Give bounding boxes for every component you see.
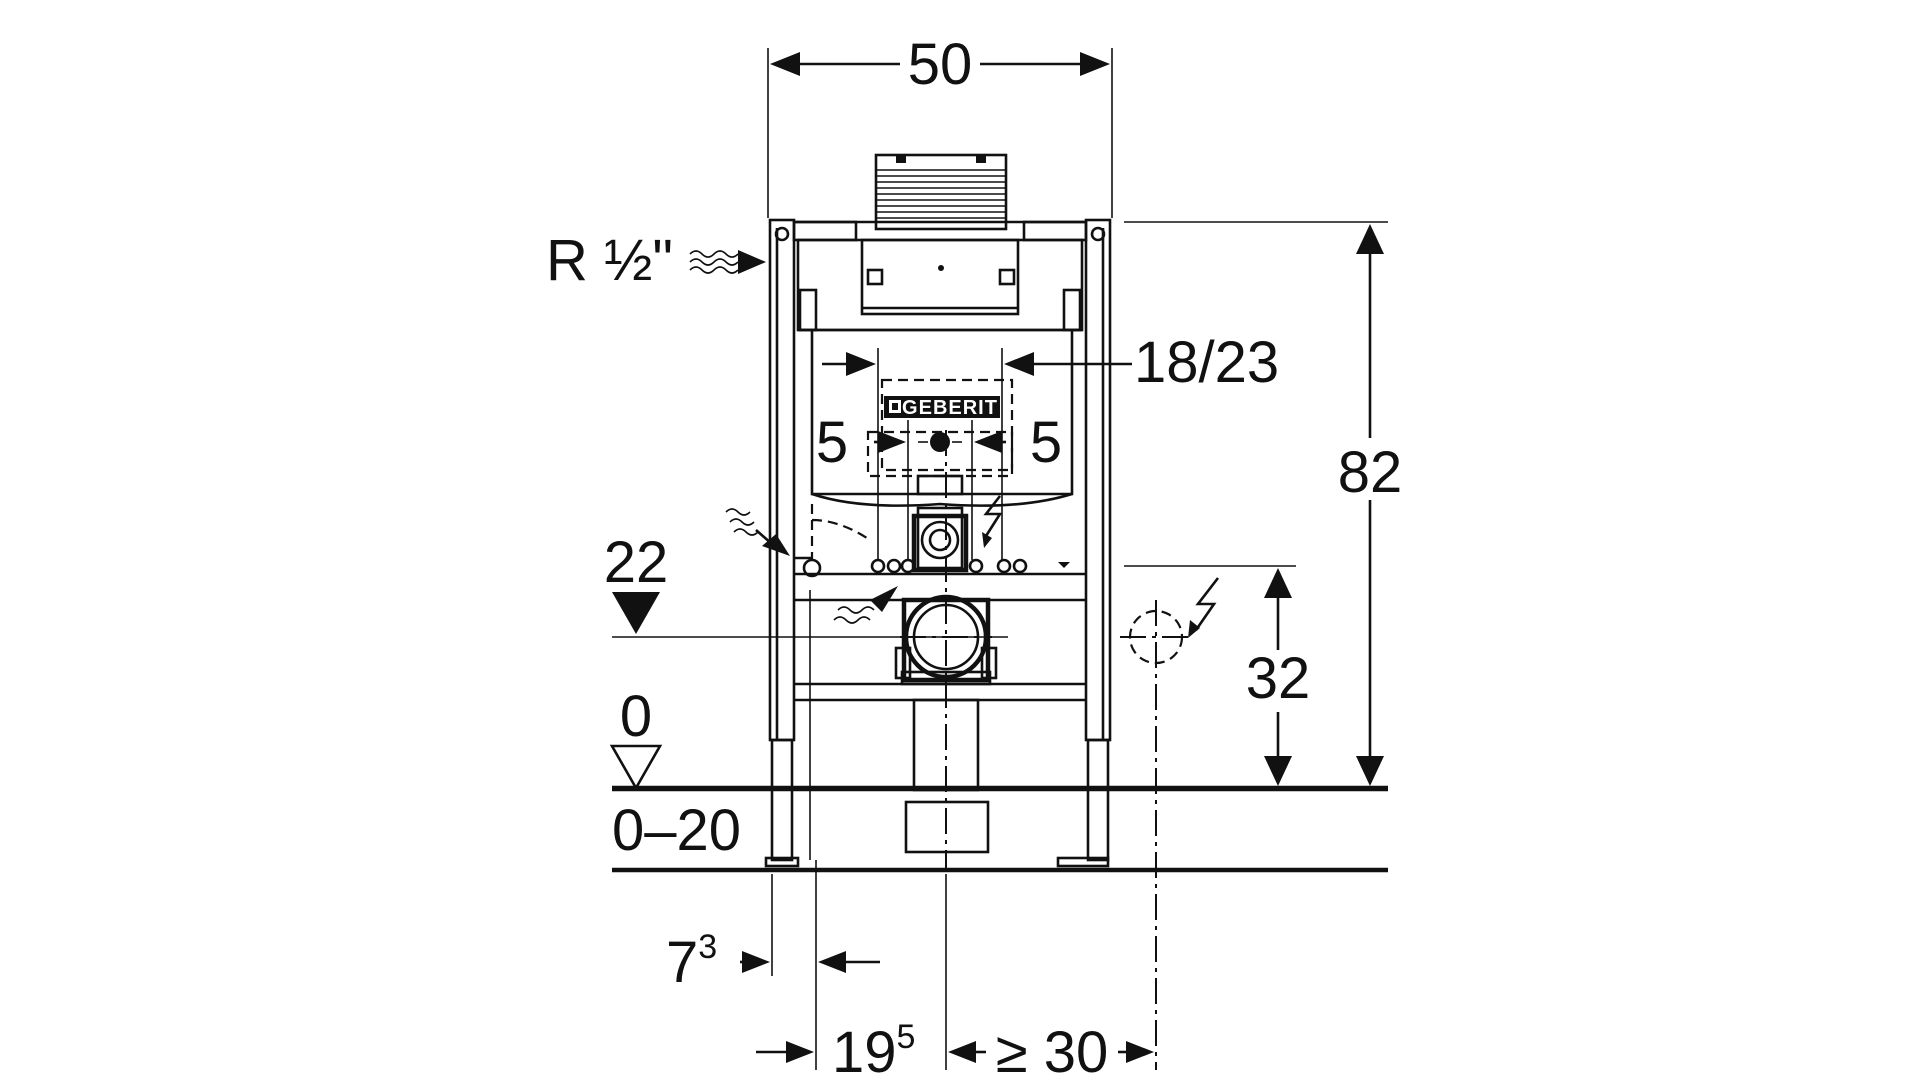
axis-offset-sup: 5 — [897, 1018, 916, 1056]
electric-axis-label: ≥ 30 — [996, 1020, 1108, 1080]
width-dimension: 50 — [767, 32, 1113, 218]
floor-levels: 0 0–20 — [609, 684, 1388, 873]
bottom-dimensions: 73 195 ≥ 30 — [666, 590, 1154, 1080]
foot-offset-label: 73 — [666, 928, 717, 995]
water-supply-side — [725, 508, 822, 578]
water-connection-label: R ½" — [546, 228, 673, 293]
frame — [764, 218, 1112, 868]
bolt-spacing: 5 5 — [816, 410, 1062, 560]
electric-height-label: 32 — [1246, 646, 1311, 711]
water-wave-icon — [725, 508, 759, 536]
level-triangle-icon — [609, 744, 663, 791]
axis-offset-base: 19 — [832, 1020, 897, 1080]
waste-height-label: 22 — [604, 530, 669, 595]
water-wave-icon — [833, 606, 875, 624]
electric-socket: 32 — [1120, 565, 1318, 1070]
lightning-icon — [982, 495, 1003, 548]
water-wave-icon — [689, 250, 739, 274]
flush-opening-label: 18/23 — [1134, 330, 1279, 395]
floor-level-label: 0 — [620, 684, 652, 749]
floor-buildup-label: 0–20 — [612, 798, 741, 863]
flush-opening-dimension: 18/23 — [822, 330, 1279, 560]
frame-height-dimension: 82 — [1124, 221, 1406, 786]
foot-offset-sup: 3 — [698, 928, 717, 966]
water-supply-top: R ½" — [546, 228, 766, 293]
axis-offset-label: 195 — [832, 1018, 915, 1080]
frame-width-label: 50 — [908, 32, 973, 97]
foot-offset-base: 7 — [666, 930, 698, 995]
cistern: GEBERIT — [796, 238, 1084, 507]
frame-height-label: 82 — [1338, 440, 1403, 505]
waste-outlet — [794, 430, 1086, 870]
lightning-icon — [1188, 577, 1220, 638]
level-triangle-icon — [612, 592, 660, 634]
flush-bend — [794, 474, 1086, 576]
bolt-right-label: 5 — [1030, 410, 1062, 475]
bolt-left-label: 5 — [816, 410, 848, 475]
cistern-grille — [874, 153, 1008, 231]
geberit-logo: GEBERIT — [902, 397, 998, 419]
